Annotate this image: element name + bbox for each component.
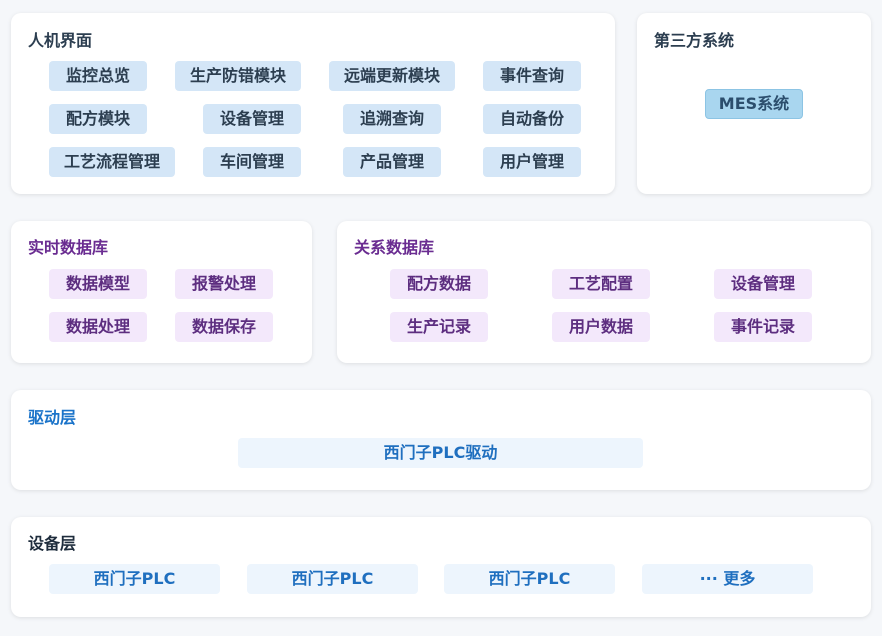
device-siemens-plc-3[interactable]: 西门子PLC: [444, 564, 615, 594]
realtime-db-panel: 实时数据库 数据模型 报警处理 数据处理 数据保存: [11, 221, 312, 363]
relational-db-panel: 关系数据库 配方数据 工艺配置 设备管理 生产记录 用户数据 事件记录: [337, 221, 871, 363]
driver-layer-panel: 驱动层 西门子PLC驱动: [11, 390, 871, 490]
device-siemens-plc-2[interactable]: 西门子PLC: [247, 564, 418, 594]
driver-layer-title: 驱动层: [28, 408, 77, 427]
rdb-production-records[interactable]: 生产记录: [390, 312, 488, 342]
relational-db-title: 关系数据库: [354, 238, 435, 257]
module-event-query[interactable]: 事件查询: [483, 61, 581, 91]
third-party-title: 第三方系统: [654, 31, 735, 50]
rdb-event-records[interactable]: 事件记录: [714, 312, 812, 342]
rtdb-alarm-handling[interactable]: 报警处理: [175, 269, 273, 299]
rtdb-data-storage[interactable]: 数据保存: [175, 312, 273, 342]
module-user-management[interactable]: 用户管理: [483, 147, 581, 177]
module-error-proofing[interactable]: 生产防错模块: [175, 61, 301, 91]
rdb-user-data[interactable]: 用户数据: [552, 312, 650, 342]
module-monitor-overview[interactable]: 监控总览: [49, 61, 147, 91]
module-auto-backup[interactable]: 自动备份: [483, 104, 581, 134]
module-process-flow[interactable]: 工艺流程管理: [49, 147, 175, 177]
rdb-recipe-data[interactable]: 配方数据: [390, 269, 488, 299]
device-more[interactable]: ··· 更多: [642, 564, 813, 594]
module-recipe[interactable]: 配方模块: [49, 104, 147, 134]
hmi-title: 人机界面: [28, 31, 93, 50]
third-party-panel: 第三方系统 MES系统: [637, 13, 871, 194]
mes-system[interactable]: MES系统: [705, 89, 803, 119]
module-product-management[interactable]: 产品管理: [343, 147, 441, 177]
module-workshop-management[interactable]: 车间管理: [203, 147, 301, 177]
rdb-device-management[interactable]: 设备管理: [714, 269, 812, 299]
rtdb-data-processing[interactable]: 数据处理: [49, 312, 147, 342]
rtdb-data-model[interactable]: 数据模型: [49, 269, 147, 299]
device-siemens-plc-1[interactable]: 西门子PLC: [49, 564, 220, 594]
device-layer-title: 设备层: [28, 534, 77, 553]
device-layer-panel: 设备层 西门子PLC 西门子PLC 西门子PLC ··· 更多: [11, 517, 871, 617]
realtime-db-title: 实时数据库: [28, 238, 109, 257]
module-device-management[interactable]: 设备管理: [203, 104, 301, 134]
module-remote-update[interactable]: 远端更新模块: [329, 61, 455, 91]
rdb-process-config[interactable]: 工艺配置: [552, 269, 650, 299]
siemens-plc-driver[interactable]: 西门子PLC驱动: [238, 438, 643, 468]
module-traceability-query[interactable]: 追溯查询: [343, 104, 441, 134]
hmi-panel: 人机界面 监控总览 生产防错模块 远端更新模块 事件查询 配方模块 设备管理 追…: [11, 13, 615, 194]
